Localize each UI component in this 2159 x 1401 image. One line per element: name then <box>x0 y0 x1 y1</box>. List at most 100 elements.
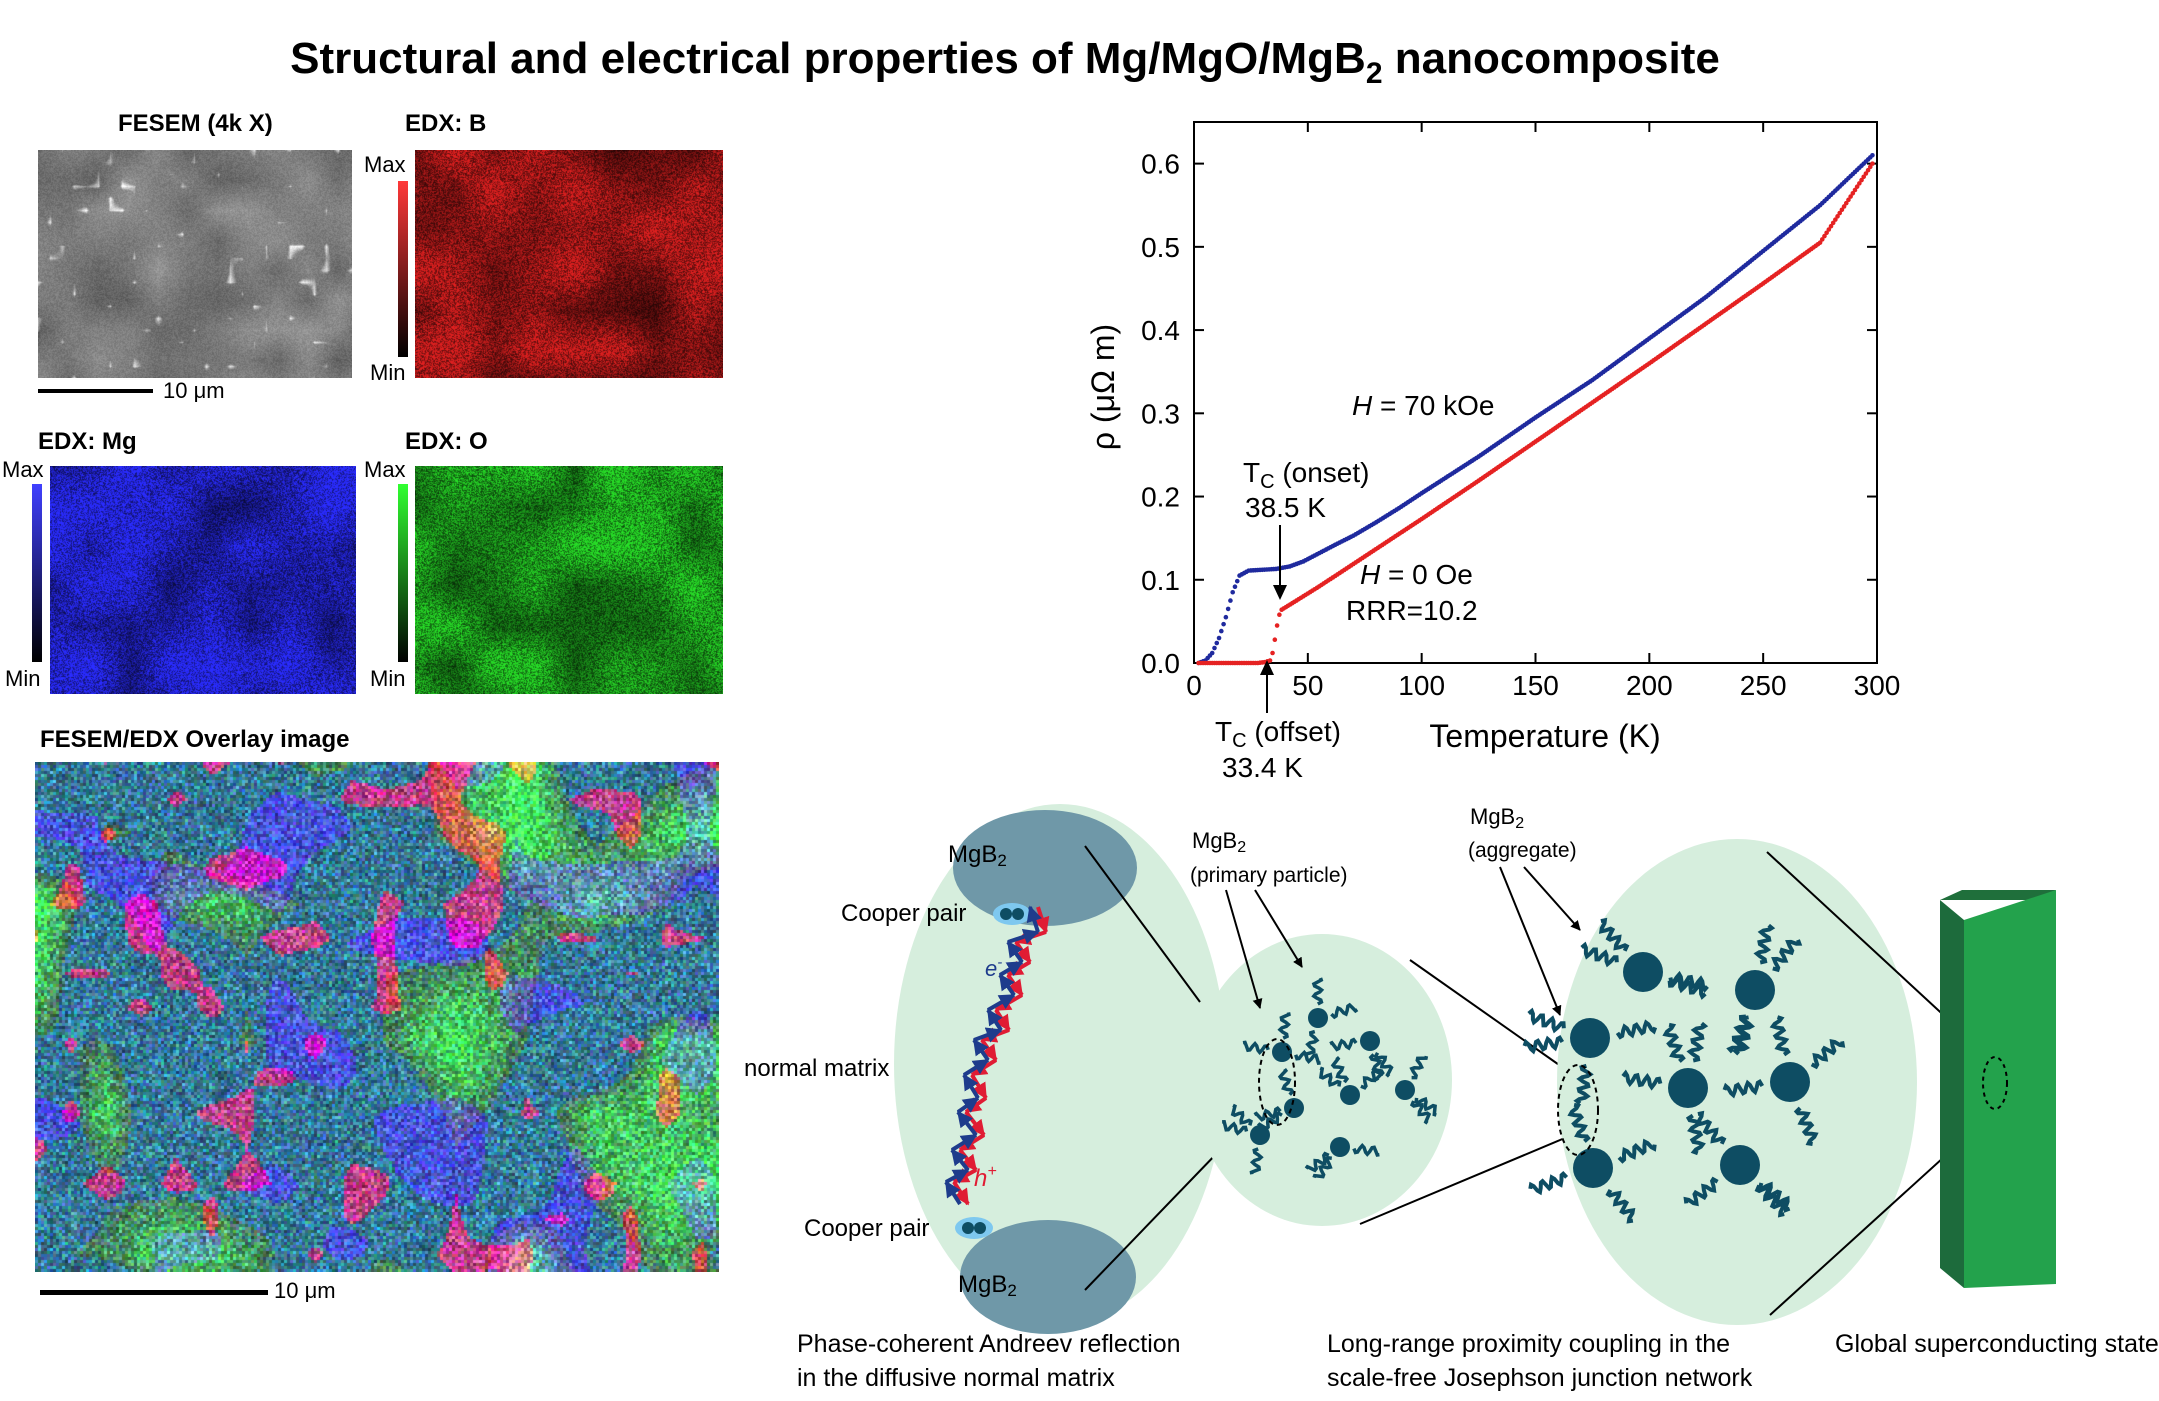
overlay-image <box>35 762 719 1272</box>
josephson-link <box>1277 1012 1292 1040</box>
josephson-link <box>1312 1155 1333 1179</box>
data-point <box>1861 174 1867 180</box>
josephson-link <box>1685 1113 1706 1156</box>
primary-particle <box>1340 1085 1360 1105</box>
colorbar-min-label: Min <box>370 666 406 691</box>
data-point <box>1846 197 1851 203</box>
electron-dot <box>974 1222 986 1234</box>
hole-label: h+ <box>974 1163 997 1192</box>
bulk-bar-side <box>1940 900 1964 1288</box>
electron-arrow <box>1007 928 1040 945</box>
josephson-link <box>1253 1106 1282 1122</box>
caption-global: Global superconducting state <box>1835 1330 2159 1358</box>
data-point <box>1214 640 1220 646</box>
colorbar-max-label: Max <box>2 457 44 482</box>
data-point <box>1819 237 1825 242</box>
junction-highlight <box>1982 1056 2008 1110</box>
electron-arrow <box>956 1110 978 1137</box>
primary-particle <box>1272 1042 1292 1062</box>
caption-andreev-l1: Phase-coherent Andreev reflection <box>797 1330 1181 1358</box>
andreev-path <box>944 905 1050 1206</box>
scale-bar <box>40 1290 268 1295</box>
data-point <box>1867 164 1873 170</box>
electron-arrow <box>1026 905 1043 933</box>
overlay-label: FESEM/EDX Overlay image <box>40 726 350 753</box>
josephson-link <box>1528 1171 1569 1196</box>
josephson-link <box>1726 1014 1752 1054</box>
electron-dot <box>962 1222 974 1234</box>
data-point <box>1857 181 1862 186</box>
aggregate-particle <box>1735 970 1775 1010</box>
electron-arrow <box>950 1148 970 1172</box>
data-point <box>1277 612 1282 618</box>
josephson-link <box>1754 1184 1786 1218</box>
edx-mg-map <box>50 466 356 694</box>
josephson-link <box>1771 939 1803 973</box>
data-point <box>1272 637 1278 642</box>
electron-dot <box>1000 908 1012 920</box>
data-point <box>1870 152 1875 158</box>
josephson-link <box>1230 1103 1253 1126</box>
data-point <box>1839 207 1845 213</box>
mgb2-grain-top <box>953 810 1137 926</box>
caption-network-l2: scale-free Josephson junction network <box>1327 1364 1753 1392</box>
colorbar-min-label: Min <box>370 360 406 385</box>
colorbar-max-label: Max <box>364 152 406 177</box>
annotation-tc-onset: TC (onset) <box>1243 457 1370 493</box>
edx-o-map <box>415 466 723 694</box>
electron-arrow <box>950 1133 978 1152</box>
data-point <box>1870 161 1875 166</box>
zoom-line <box>1084 1149 1221 1291</box>
josephson-link <box>1667 975 1707 1000</box>
x-tick-label: 150 <box>1512 670 1559 701</box>
mgb2-bottom-label: MgB2 <box>958 1271 1017 1300</box>
data-point <box>1230 589 1236 595</box>
josephson-link <box>1352 1142 1380 1157</box>
josephson-link <box>1722 1078 1765 1099</box>
colorbar-mg <box>32 484 42 662</box>
josephson-link <box>1318 1066 1342 1087</box>
electron-arrow <box>987 993 1016 1012</box>
josephson-link <box>1605 1188 1636 1224</box>
josephson-link <box>1573 1063 1594 1105</box>
data-point <box>1212 645 1217 651</box>
josephson-link <box>1732 1015 1756 1056</box>
josephson-link <box>1242 1040 1270 1056</box>
primary-particle <box>1395 1080 1415 1100</box>
data-point <box>1833 217 1838 222</box>
josephson-link <box>1598 917 1630 952</box>
josephson-link <box>1617 1138 1657 1164</box>
primary-particle-pointer <box>1225 889 1263 1009</box>
normal-matrix-label: normal matrix <box>744 1055 889 1082</box>
electron-arrow <box>998 973 1016 997</box>
data-point <box>1228 598 1233 603</box>
aggregate-particle <box>1570 1018 1610 1058</box>
primary-particle <box>1308 1008 1328 1028</box>
josephson-link <box>1527 1007 1566 1034</box>
data-point <box>1852 187 1858 193</box>
data-point <box>1837 210 1843 216</box>
figure-title: Structural and electrical properties of … <box>290 34 1720 90</box>
data-point <box>1209 650 1215 656</box>
josephson-link <box>1222 1119 1249 1136</box>
data-point <box>1234 578 1240 584</box>
josephson-link <box>1695 1110 1727 1145</box>
primary-particle-label: MgB2 <box>1192 828 1246 856</box>
aggregate-network-ellipse <box>1557 839 1917 1325</box>
bulk-bar-top <box>1940 890 2056 900</box>
cooper-pair-top-label: Cooper pair <box>841 900 966 927</box>
annotation-rrr: RRR=10.2 <box>1346 595 1478 626</box>
josephson-link <box>1373 1051 1394 1078</box>
annotation-tc-offset-value: 33.4 K <box>1222 752 1303 783</box>
aggregate-pointer <box>1499 866 1562 1016</box>
fesem-label: FESEM (4k X) <box>118 110 273 137</box>
primary-particle-network <box>1222 977 1437 1179</box>
data-point <box>1219 628 1224 634</box>
data-point <box>1270 650 1275 656</box>
josephson-link <box>1757 1181 1791 1213</box>
josephson-link <box>1414 1096 1437 1117</box>
onset-arrow-head <box>1273 585 1287 600</box>
scale-bar <box>38 389 153 393</box>
data-point <box>1841 204 1847 209</box>
